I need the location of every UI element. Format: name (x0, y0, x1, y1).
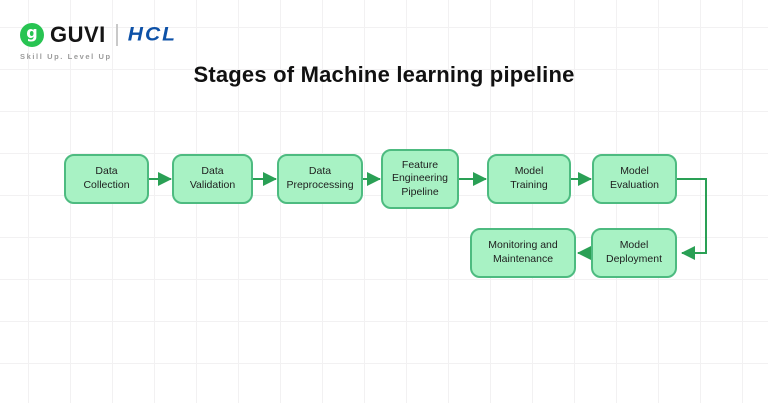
guvi-wordmark: GUVI (50, 22, 106, 47)
guvi-icon-letter: g (26, 23, 38, 42)
node-data-validation: Data Validation (172, 154, 253, 204)
node-model-deployment: Model Deployment (591, 228, 677, 278)
page-title: Stages of Machine learning pipeline (193, 62, 575, 87)
node-data-collection: Data Collection (64, 154, 149, 204)
logo-guvi-hcl: g GUVI HCL Skill Up. Level Up (20, 22, 177, 61)
brand-tagline: Skill Up. Level Up (20, 52, 112, 61)
logo-divider (115, 24, 118, 46)
node-monitoring-and-maintenance: Monitoring and Maintenance (470, 228, 576, 278)
guvi-logo-icon: g (20, 23, 44, 47)
node-model-training: Model Training (487, 154, 571, 204)
node-model-evaluation: Model Evaluation (592, 154, 677, 204)
hcl-wordmark: HCL (127, 23, 177, 46)
edge-evaluation-to-deployment (677, 178, 707, 260)
node-data-preprocessing: Data Preprocessing (277, 154, 363, 204)
logo-row: g GUVI HCL (20, 22, 177, 48)
node-feature-engineering-pipeline: Feature Engineering Pipeline (381, 149, 459, 209)
